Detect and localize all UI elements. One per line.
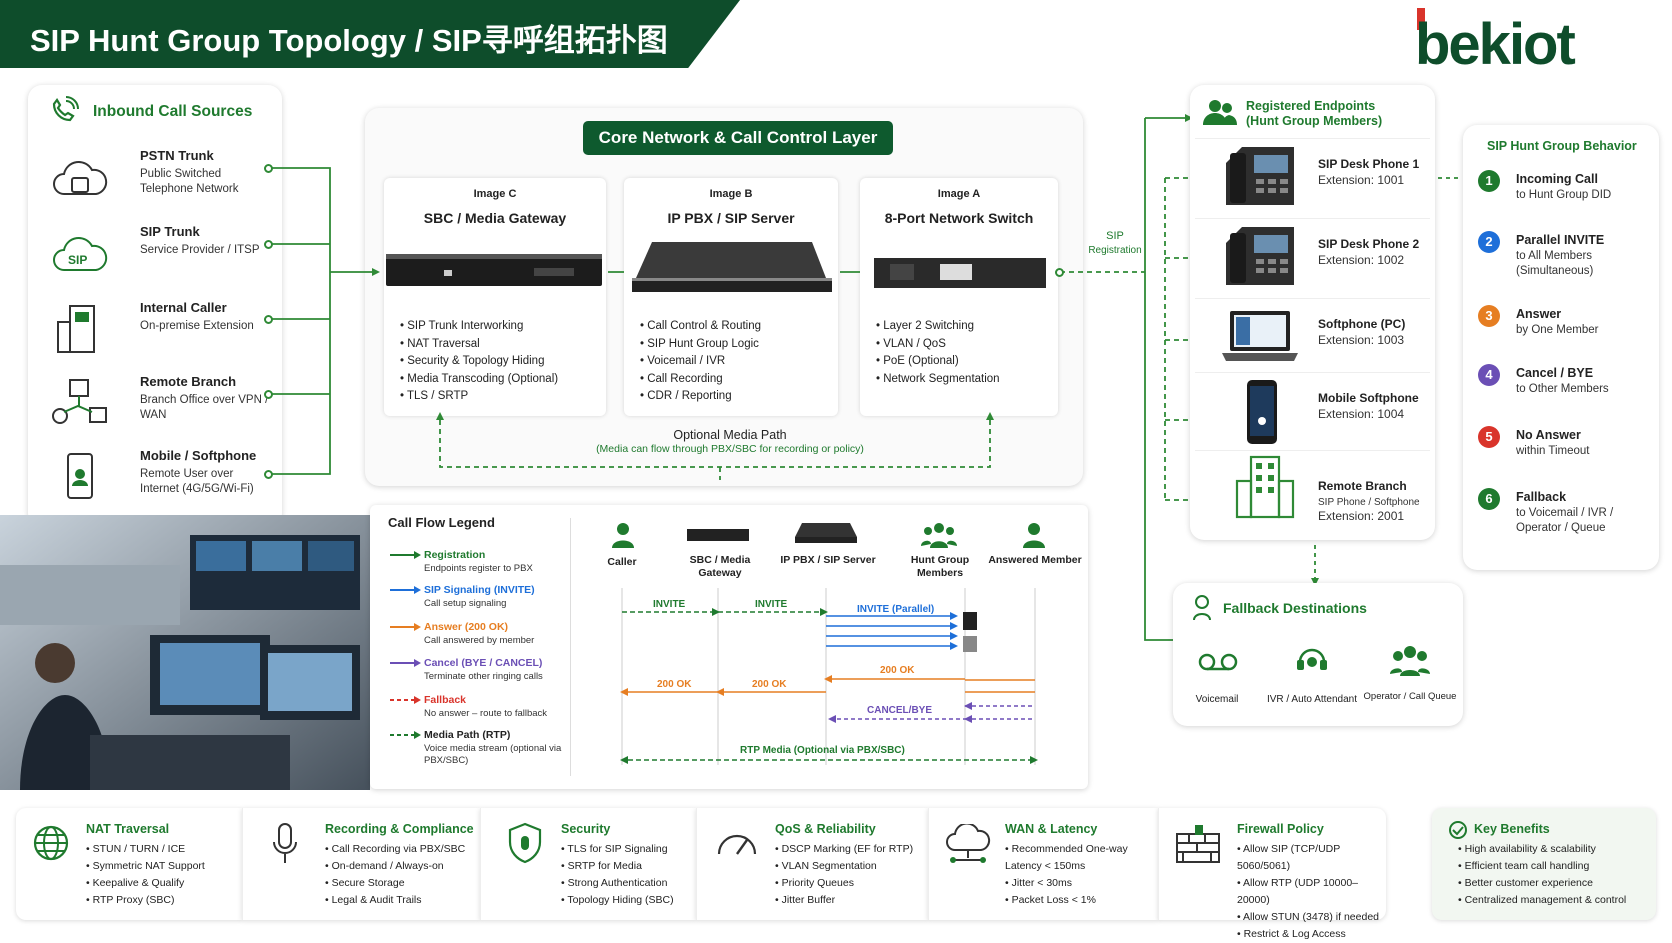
legend-arrows [390,551,421,739]
actor-sbc: SBC / Media Gateway [689,554,751,579]
seq-200ok-3: 200 OK [880,665,915,676]
core-layer-title: Core Network & Call Control Layer [583,121,893,155]
sip-registration-label-1: SIP [1106,230,1124,242]
fallback-route-icon [1193,595,1211,621]
desk-phone-icon [1226,227,1294,285]
endpoint-desk-phone-2: SIP Desk Phone 2 Extension: 1002 [1195,218,1430,293]
feature-wan: WAN & Latency Recommended One-way Latenc… [928,808,1158,920]
seq-200ok-1: 200 OK [657,679,692,690]
users-icon [1203,100,1237,125]
device-pbx: Image B IP PBX / SIP Server Call Control… [624,178,838,416]
title-banner: SIP Hunt Group Topology / SIP寻呼组拓扑图 [0,0,740,68]
endpoint-mobile-softphone: Mobile Softphone Extension: 1004 [1195,372,1430,447]
switch-features: Layer 2 Switching VLAN / QoS PoE (Option… [876,318,999,388]
seq-cancel-bye: CANCEL/BYE [867,705,933,716]
feature-qos: QoS & Reliability DSCP Marking (EF for R… [696,808,928,920]
smartphone-icon [1247,380,1277,444]
cloud-network-icon [946,824,991,863]
voicemail-icon [1198,653,1238,671]
answered-member-icon [1023,523,1045,548]
hunt-group-icon [921,523,957,548]
behavior-heading: SIP Hunt Group Behavior [1487,139,1637,153]
actor-caller: Caller [607,556,637,568]
globe-icon [33,825,69,861]
shield-icon [508,822,542,864]
firewall-icon [1176,825,1220,863]
office-building-icon [1235,455,1295,519]
feature-key-benefits: Key Benefits High availability & scalabi… [1432,808,1656,920]
caller-icon [612,523,634,548]
phone-ring-icon [52,96,79,122]
microphone-icon [273,823,297,863]
seq-invite-parallel: INVITE (Parallel) [857,604,935,615]
seq-200ok-2: 200 OK [752,679,787,690]
switch-device-image [874,258,1046,288]
inbound-heading: Inbound Call Sources [93,103,253,120]
svg-text:SIP: SIP [68,253,87,267]
seq-invite-1: INVITE [653,599,686,610]
endpoint-softphone-pc: Softphone (PC) Extension: 1003 [1195,298,1430,373]
legend-heading: Call Flow Legend [388,515,495,530]
endpoint-remote-branch: Remote Branch SIP Phone / Softphone Exte… [1195,450,1430,525]
source-pstn: PSTN Trunk Public Switched Telephone Net… [28,140,258,208]
source-mobile: Mobile / Softphone Remote User over Inte… [28,440,258,508]
source-remote-branch: Remote Branch Branch Office over VPN / W… [28,366,268,434]
fallback-voicemail: Voicemail [1195,694,1239,705]
page-title: SIP Hunt Group Topology / SIP寻呼组拓扑图 [30,23,668,58]
check-circle-icon [1449,821,1467,839]
endpoint-desk-phone-1: SIP Desk Phone 1 Extension: 1001 [1195,138,1430,213]
feature-nat: NAT Traversal STUN / TURN / ICESymmetric… [16,808,242,920]
endpoints-heading-1: Registered Endpoints [1246,99,1376,113]
pbx-device-image [632,242,832,292]
actor-answered: Answered Member [988,554,1082,566]
sbc-small-icon [687,529,749,541]
connector-dot [1055,268,1064,277]
building-icon [57,305,95,353]
actor-hunt-group: Hunt Group Members [910,554,970,579]
actor-pbx: IP PBX / SIP Server [780,554,876,566]
feature-firewall: Firewall Policy Allow SIP (TCP/UDP 5060/… [1158,808,1386,940]
sbc-features: SIP Trunk Interworking NAT Traversal Sec… [400,318,558,406]
endpoints-heading-2: (Hunt Group Members) [1246,114,1383,128]
legend-divider [570,518,571,776]
sbc-device-image [386,254,602,286]
pbx-small-icon [795,523,857,543]
device-sbc: Image C SBC / Media Gateway SIP Trunk In… [384,178,606,416]
feature-security: Security TLS for SIP SignalingSRTP for M… [480,808,696,920]
sip-registration-label-2: Registration [1088,245,1142,256]
laptop-icon [1222,311,1298,361]
gauge-icon [717,834,757,855]
desk-phone-icon [1226,147,1294,205]
seq-rtp-media: RTP Media (Optional via PBX/SBC) [740,745,905,756]
media-path-desc: (Media can flow through PBX/SBC for reco… [596,443,864,455]
seq-invite-2: INVITE [755,599,788,610]
logo-text: bekiot [1415,12,1575,72]
mobile-icon [67,453,93,499]
device-switch: Image A 8-Port Network Switch Layer 2 Sw… [860,178,1058,416]
ivr-headset-icon [1297,648,1327,670]
bekiot-logo: bekiot [1415,8,1577,72]
fallback-operator: Operator / Call Queue [1363,691,1457,702]
fallback-ivr: IVR / Auto Attendant [1266,694,1358,705]
operations-center-photo [0,515,370,790]
connector-dot [264,164,273,173]
connector-dot [264,470,273,479]
connector-dot [264,240,273,249]
connector-dot [264,315,273,324]
cloud-phone-icon [53,160,108,195]
sip-cloud-icon: SIP [53,236,108,271]
media-path-title: Optional Media Path [673,428,787,442]
branch-network-icon [52,379,107,424]
call-queue-icon [1390,646,1430,676]
source-sip-trunk: SIP SIP Trunk Service Provider / ITSP [28,216,260,284]
feature-recording: Recording & Compliance Call Recording vi… [242,808,480,920]
fallback-heading: Fallback Destinations [1223,600,1367,616]
pbx-features: Call Control & Routing SIP Hunt Group Lo… [640,318,761,406]
source-internal: Internal Caller On-premise Extension [28,292,258,360]
connector-dot [264,390,273,399]
